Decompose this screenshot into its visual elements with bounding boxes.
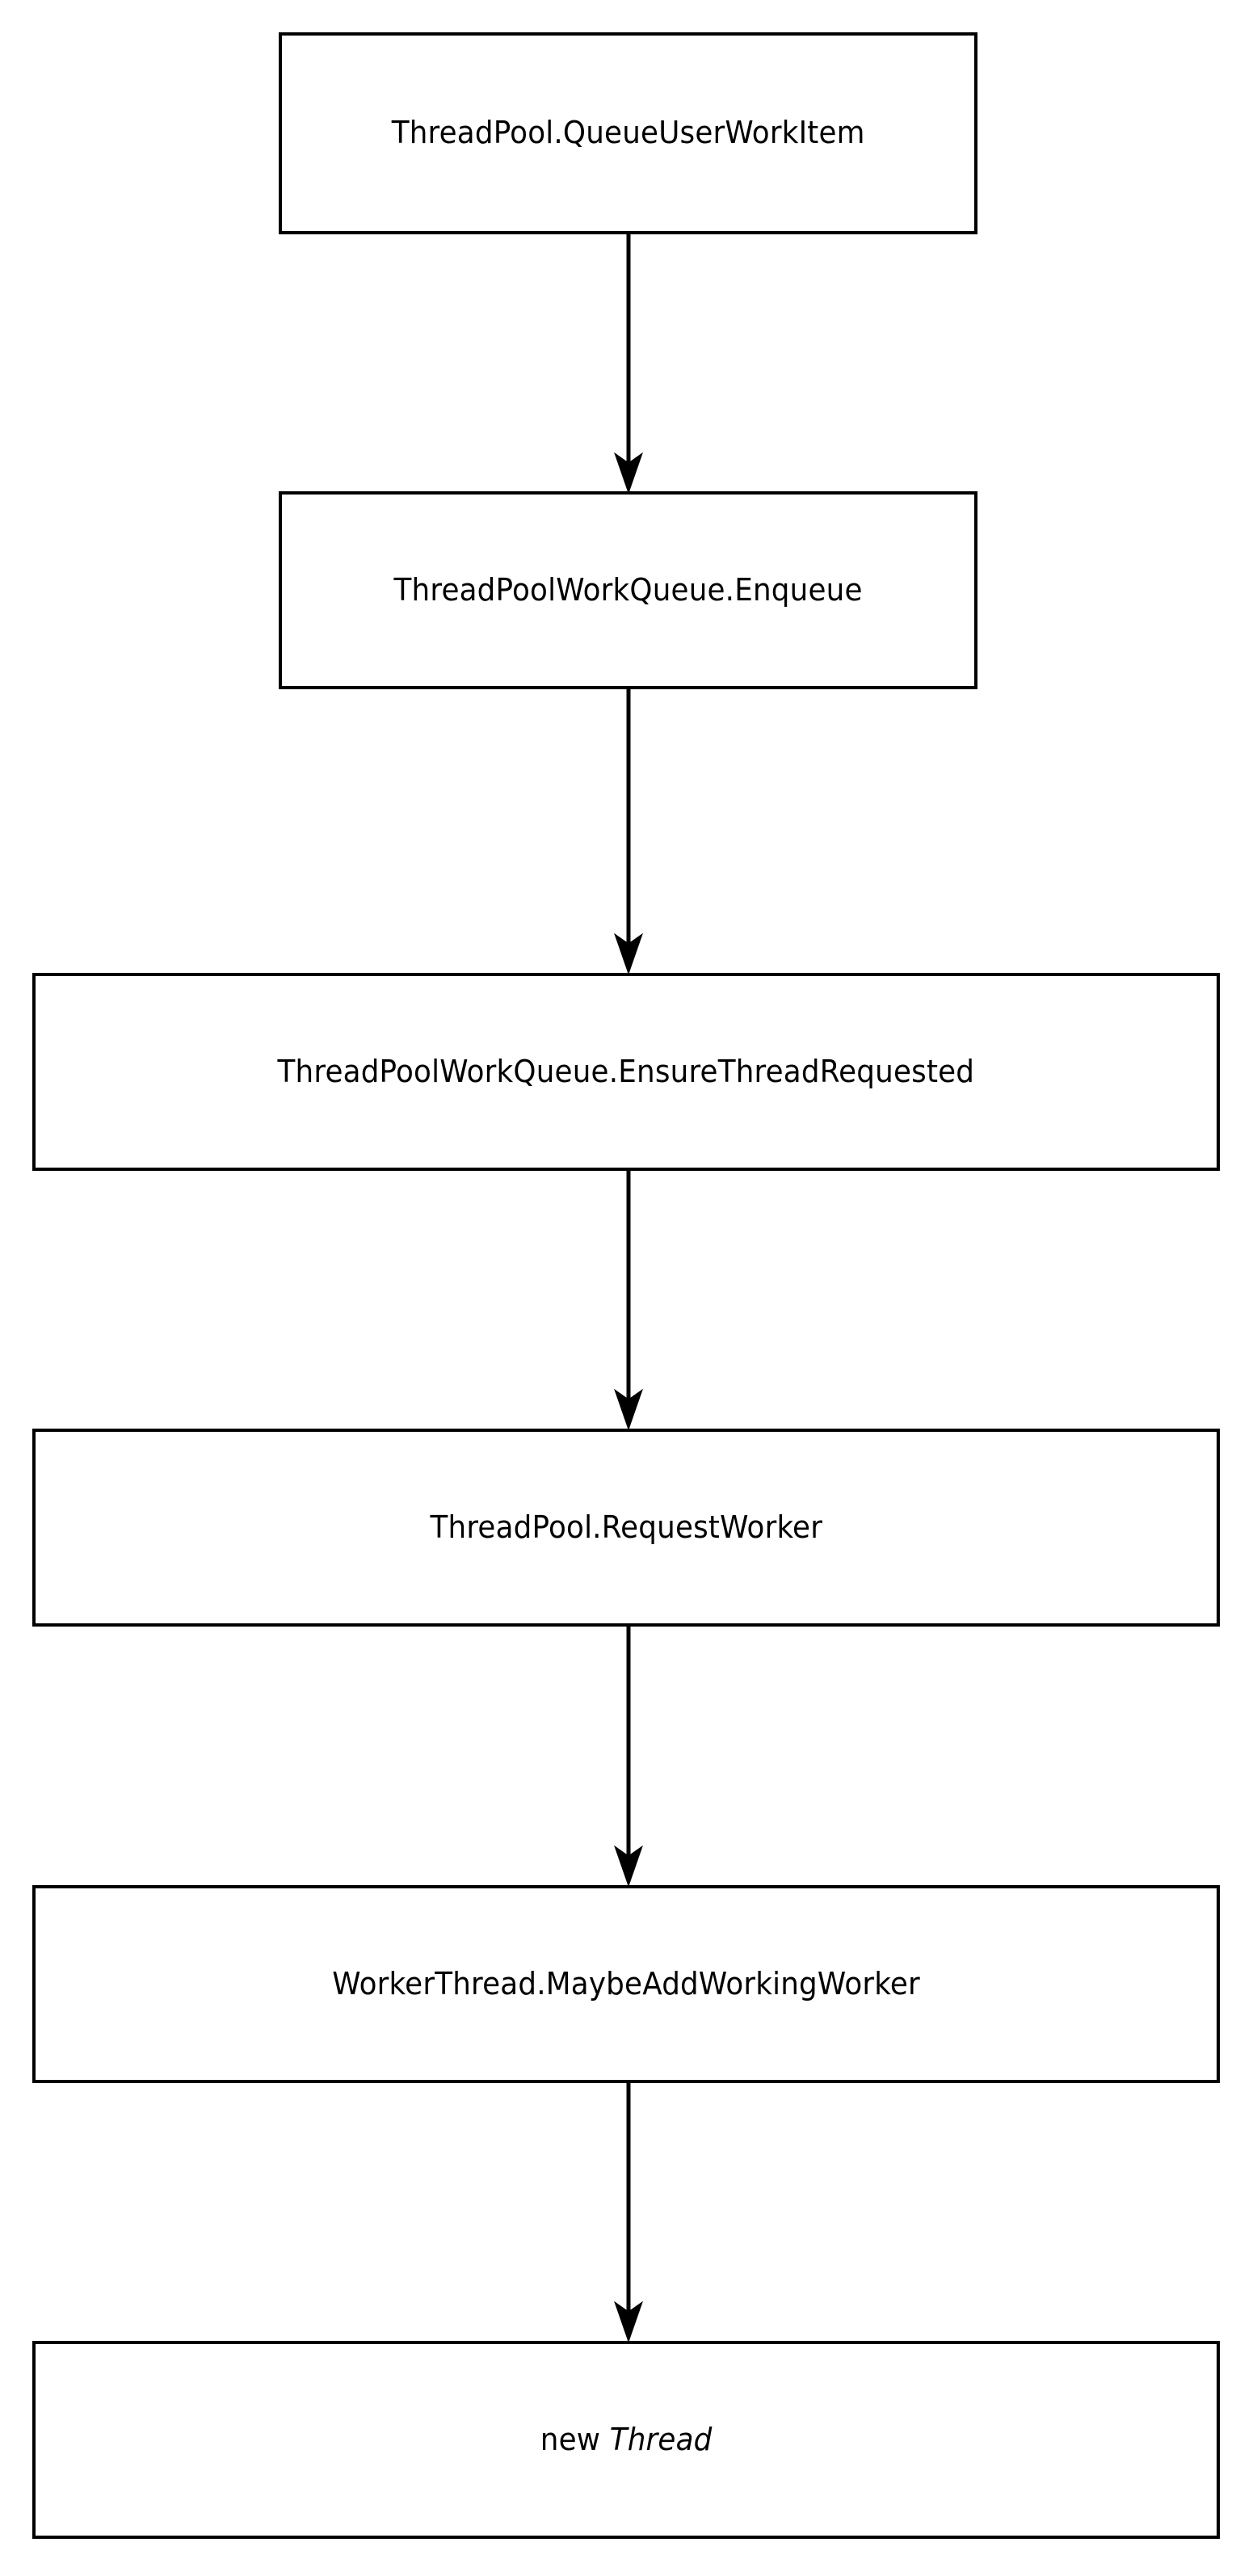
node-queue-user-work-item[interactable]: ThreadPool.QueueUserWorkItem <box>279 32 977 234</box>
edge-n2-n3 <box>614 685 643 975</box>
arrowhead-icon <box>614 932 643 975</box>
edge-n4-n5 <box>614 1623 643 1888</box>
node-maybe-add-working-worker[interactable]: WorkerThread.MaybeAddWorkingWorker <box>32 1885 1220 2083</box>
arrowhead-icon <box>614 452 643 495</box>
node-threadpool-request-worker[interactable]: ThreadPool.RequestWorker <box>32 1429 1220 1627</box>
edge-n1-n2 <box>614 230 643 495</box>
edge-n5-n6 <box>614 2079 643 2343</box>
node-label: ThreadPool.QueueUserWorkItem <box>391 115 865 151</box>
node-label: ThreadPool.RequestWorker <box>430 1509 822 1545</box>
node-label-part-thread: Thread <box>609 2421 713 2457</box>
arrowhead-icon <box>614 2300 643 2343</box>
node-label: WorkerThread.MaybeAddWorkingWorker <box>332 1965 920 2001</box>
node-label: ThreadPoolWorkQueue.Enqueue <box>393 571 863 608</box>
edge-n3-n4 <box>614 1167 643 1431</box>
node-ensure-thread-requested[interactable]: ThreadPoolWorkQueue.EnsureThreadRequeste… <box>32 973 1220 1171</box>
node-threadpool-workqueue-enqueue[interactable]: ThreadPoolWorkQueue.Enqueue <box>279 491 977 689</box>
arrowhead-icon <box>614 1845 643 1888</box>
node-label: new Thread <box>540 2421 713 2457</box>
node-label-part-new: new <box>540 2421 610 2457</box>
node-label: ThreadPoolWorkQueue.EnsureThreadRequeste… <box>277 1053 975 1089</box>
arrowhead-icon <box>614 1388 643 1431</box>
node-new-thread[interactable]: new Thread <box>32 2341 1220 2539</box>
